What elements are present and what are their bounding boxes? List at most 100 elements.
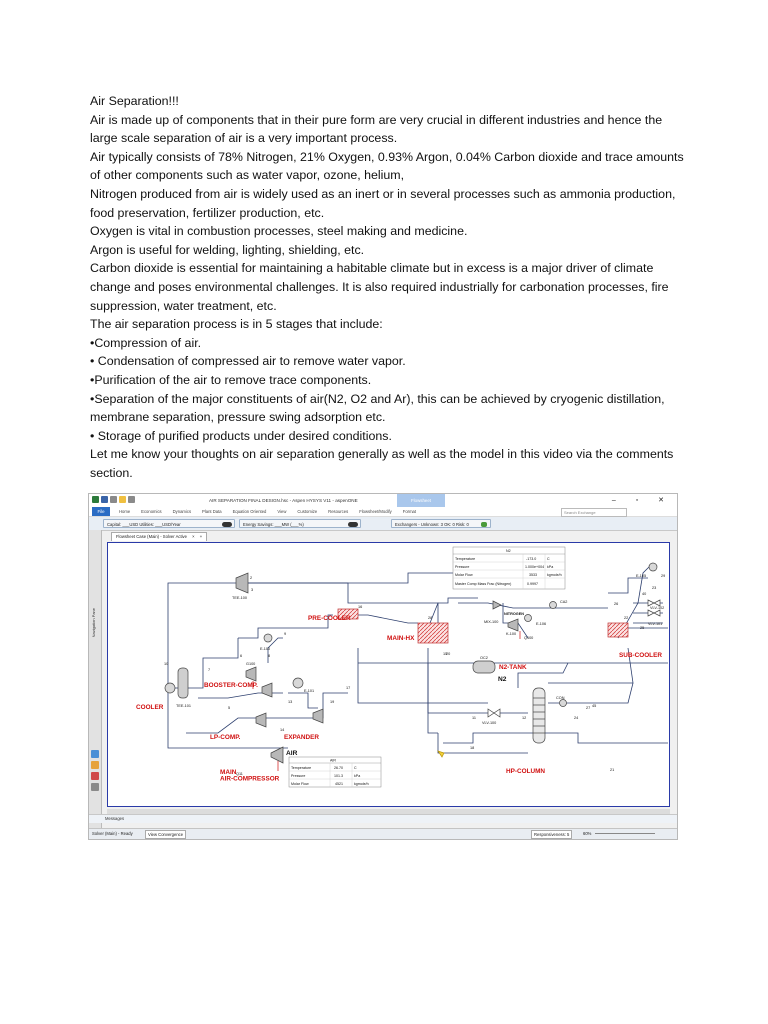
- article-text: Air Separation!!! Air is made up of comp…: [90, 92, 690, 482]
- menu-customize[interactable]: Customize: [297, 509, 318, 514]
- label-ca2: CA2: [560, 600, 567, 604]
- process-flow-diagram: PRE-COOLER MAIN-HX BOOSTER-COMP. COOLER …: [136, 546, 668, 788]
- table-cell: Pressure: [291, 774, 305, 778]
- article-title: Air Separation!!!: [90, 94, 179, 108]
- stream-number: 9: [284, 632, 286, 636]
- label-oc2: OC2: [480, 656, 488, 660]
- label-tee-101: TEE-101: [176, 704, 191, 708]
- stream-number: 18: [470, 746, 474, 750]
- safety-icon[interactable]: [91, 772, 99, 780]
- label-tee-100: TEE-100: [232, 596, 247, 600]
- zoom-slider[interactable]: [595, 833, 655, 834]
- table-cell: kPa: [547, 565, 553, 569]
- stream-number: 21: [610, 768, 614, 772]
- exchanger-indicator[interactable]: Exchangers - Unknown: 3 OK: 0 Risk: 0: [391, 519, 491, 528]
- zoom-level: 60%: [583, 831, 592, 836]
- table-cell: 1.000e+004: [525, 565, 544, 569]
- quick-access-toolbar: [92, 496, 135, 503]
- menu-equation-oriented[interactable]: Equation Oriented: [232, 509, 267, 514]
- stream-number: 22: [624, 616, 628, 620]
- window-controls[interactable]: – ▫ ✕: [611, 497, 673, 504]
- context-tab-flowsheet[interactable]: Flowsheet: [397, 494, 445, 507]
- n2-property-table[interactable]: N2 Temperature -173.0 C Pressure 1.000e+…: [452, 546, 566, 590]
- stream-number: 20: [446, 652, 450, 656]
- label-main-hx: MAIN-HX: [387, 635, 415, 642]
- equipment: [164, 562, 661, 764]
- stream-number: 13: [288, 700, 292, 704]
- energy-ribbon: Capital: ___USD Utilities: ___USD/Year E…: [89, 517, 677, 531]
- responsiveness-control[interactable]: Responsiveness: 5: [531, 830, 573, 839]
- messages-panel[interactable]: Messages: [89, 814, 677, 823]
- stream-number: 27: [586, 706, 590, 710]
- paragraph: Air typically consists of 78% Nitrogen, …: [90, 149, 684, 183]
- label-con: CON: [556, 696, 565, 700]
- table-cell: 3533: [529, 573, 537, 577]
- paragraph: Nitrogen produced from air is widely use…: [90, 186, 676, 220]
- app-icon: [92, 496, 99, 503]
- stream-number: 24: [574, 716, 578, 720]
- label-pre-cooler: PRE-COOLER: [308, 615, 351, 622]
- stream-number: 15: [443, 652, 447, 656]
- undo-icon[interactable]: [110, 496, 117, 503]
- stream-number: 12: [522, 716, 526, 720]
- menu-view[interactable]: View: [277, 509, 287, 514]
- air-table-header: AIR: [330, 759, 336, 763]
- stream-number: 11: [472, 716, 476, 720]
- label-g100: G100: [246, 662, 255, 666]
- air-property-table[interactable]: AIR Temperature 26.70 C Pressure 101.3 k…: [288, 756, 382, 788]
- view-convergence-button[interactable]: View Convergence: [145, 830, 187, 839]
- menu-economics[interactable]: Economics: [141, 509, 162, 514]
- label-q100: Q100: [524, 636, 533, 640]
- menu-plant-data[interactable]: Plant Data: [202, 509, 222, 514]
- label-e-101: E-101: [304, 689, 314, 693]
- stream-number: 19: [330, 700, 334, 704]
- file-tab[interactable]: File: [92, 507, 110, 516]
- properties-icon[interactable]: [91, 750, 99, 758]
- table-cell: Molar Flow: [291, 782, 309, 786]
- close-icon[interactable]: ×: [192, 534, 195, 539]
- label-expander: EXPANDER: [284, 734, 319, 741]
- energy-icon[interactable]: [91, 783, 99, 791]
- stream-number: 14: [280, 728, 284, 732]
- list-item: • Storage of purified products under des…: [90, 428, 392, 443]
- menu-home[interactable]: Home: [119, 509, 131, 514]
- label-vlv-102: VLV-102: [650, 606, 664, 610]
- table-cell: -173.0: [526, 557, 536, 561]
- stream-number: 6: [240, 654, 242, 658]
- toggle-switch[interactable]: [222, 521, 232, 527]
- save-icon[interactable]: [101, 496, 108, 503]
- list-item: • Condensation of compressed air to remo…: [90, 354, 406, 369]
- label-n2-tank: N2-TANK: [499, 664, 527, 671]
- add-tab-icon[interactable]: +: [199, 534, 203, 539]
- solver-status: Solver (Main) - Ready: [92, 831, 133, 836]
- nav-icons: [91, 750, 99, 791]
- status-bar: Solver (Main) - Ready View Convergence R…: [89, 828, 677, 839]
- energy-indicator[interactable]: Energy Savings: ___MW (___%): [239, 519, 361, 528]
- menu-resources[interactable]: Resources: [328, 509, 349, 514]
- tab-flowsheet-main[interactable]: Flowsheet Case (Main) - Solver Active × …: [111, 532, 208, 541]
- stream-number: 26: [614, 602, 618, 606]
- stream-number: 3: [251, 588, 253, 592]
- redo-icon[interactable]: [128, 496, 135, 503]
- table-cell: Pressure: [455, 565, 469, 569]
- horizontal-scrollbar[interactable]: [107, 809, 670, 814]
- navigation-pane[interactable]: Navigation Pane: [89, 530, 102, 828]
- cost-indicator[interactable]: Capital: ___USD Utilities: ___USD/Year: [103, 519, 235, 528]
- simulation-icon[interactable]: [91, 761, 99, 769]
- stream-number: 5: [228, 706, 230, 710]
- list-item: •Purification of the air to remove trace…: [90, 372, 372, 387]
- label-vlv-101: VLV-101: [648, 622, 662, 626]
- flowsheet-canvas[interactable]: PRE-COOLER MAIN-HX BOOSTER-COMP. COOLER …: [107, 542, 670, 807]
- table-cell: Molar Flow: [455, 573, 473, 577]
- menu-flowsheet-modify[interactable]: Flowsheet/Modify: [359, 509, 392, 514]
- folder-icon[interactable]: [119, 496, 126, 503]
- label-e-106: E-106: [536, 622, 546, 626]
- toggle-switch[interactable]: [348, 521, 358, 527]
- label-air: AIR: [286, 750, 298, 757]
- menu-dynamics[interactable]: Dynamics: [172, 509, 192, 514]
- stream-number: 40: [642, 592, 646, 596]
- menu-format[interactable]: Format: [402, 509, 417, 514]
- label-vlv-100: VLV-100: [482, 721, 496, 725]
- search-exchange-input[interactable]: Search Exchange: [561, 508, 627, 517]
- stream-number: 25: [640, 626, 644, 630]
